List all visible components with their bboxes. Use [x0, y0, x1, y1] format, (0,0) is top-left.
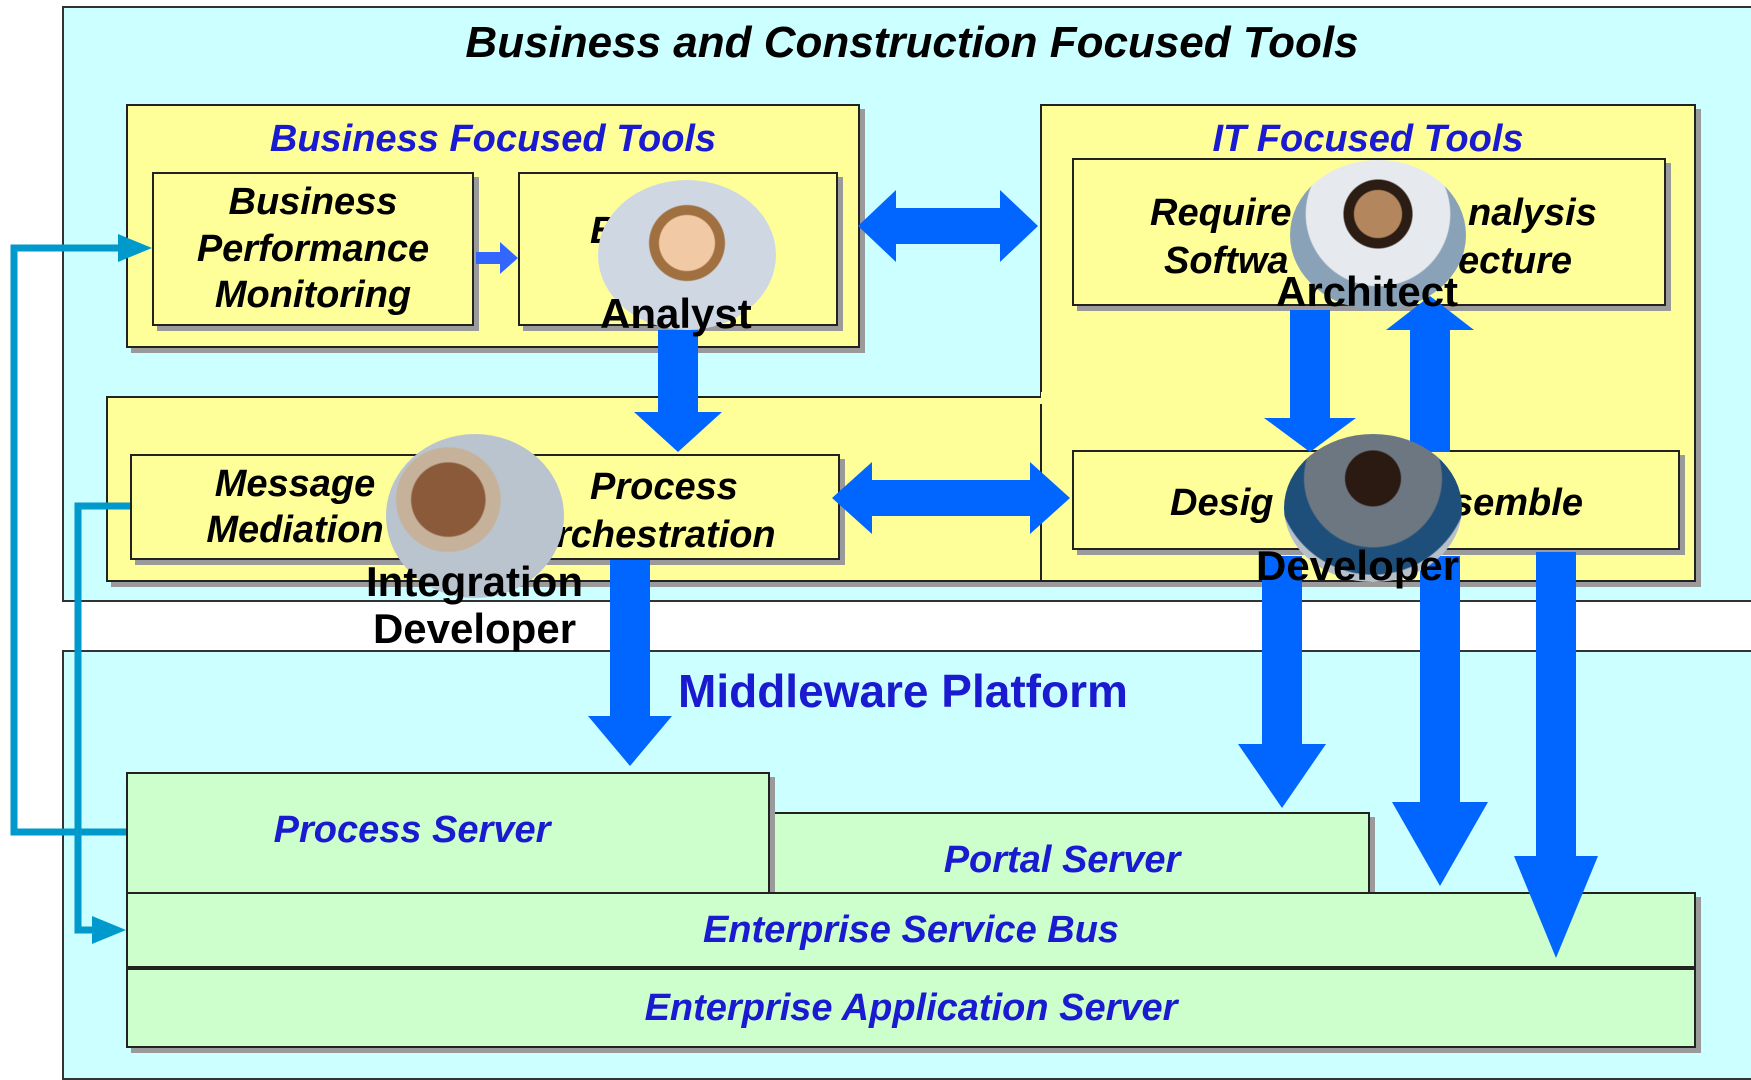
requirements-left-2: Softwa: [1164, 240, 1289, 282]
mediation-to-esb-connector: [74, 502, 130, 934]
enterprise-service-bus-box[interactable]: Enterprise Service Bus: [126, 892, 1696, 968]
page-title: Business and Construction Focused Tools: [465, 18, 1359, 67]
requirements-right-2: ecture: [1458, 240, 1573, 282]
bpm-line-1: Business: [228, 181, 398, 224]
mediation-line-1: Message: [214, 462, 376, 505]
requirements-right-1: nalysis: [1468, 192, 1597, 234]
mediation-line-2: Mediation: [206, 509, 384, 551]
integration-label-line-1: Integration: [366, 558, 583, 605]
design-right: semble: [1452, 482, 1583, 524]
orchestration-design-double-arrow: [832, 462, 1070, 534]
analyst-avatar: [598, 180, 776, 330]
middleware-title: Middleware Platform: [678, 665, 1128, 717]
mediation-to-esb-arrowhead: [92, 916, 126, 944]
developer-label: Developer: [1256, 542, 1460, 589]
architect-avatar: [1290, 160, 1466, 310]
integration-label-line-2: Developer: [372, 605, 577, 653]
requirements-left-1: Require: [1150, 192, 1292, 234]
developer-down-arrow-1: [1238, 556, 1326, 808]
region-join: [1041, 392, 1694, 402]
process-server-box[interactable]: Process Server: [126, 772, 770, 908]
developer-down-arrow-3: [1514, 552, 1598, 958]
integration-developer-label: Integration Developer: [366, 558, 583, 652]
esb-label: Enterprise Service Bus: [702, 908, 1120, 951]
bpm-to-modeling-arrow: [476, 242, 518, 274]
integration-developer-avatar: [386, 434, 564, 598]
design-left: Desig: [1170, 482, 1274, 524]
developer-avatar: [1284, 434, 1462, 582]
enterprise-application-server-box[interactable]: Enterprise Application Server: [126, 968, 1696, 1048]
region-join-2: [108, 398, 1058, 404]
analyst-down-arrow: [634, 330, 722, 452]
developer-down-arrow-2: [1392, 556, 1488, 886]
business-it-double-arrow: [858, 190, 1038, 262]
process-server-to-bpm-connector: [10, 244, 126, 836]
business-performance-monitoring-box[interactable]: Business Performance Monitoring: [152, 172, 474, 326]
architect-down-arrow: [1264, 310, 1356, 452]
process-server-label: Process Server: [273, 808, 551, 851]
bpm-line-3: Monitoring: [214, 274, 412, 317]
portal-server-label: Portal Server: [943, 838, 1181, 881]
app-server-label: Enterprise Application Server: [644, 986, 1178, 1029]
orchestration-line-1: Process: [590, 466, 738, 508]
process-server-to-bpm-arrowhead: [118, 234, 152, 262]
architect-label: Architect: [1276, 268, 1459, 315]
business-tools-title: Business Focused Tools: [269, 118, 717, 160]
integration-down-arrow: [588, 560, 672, 766]
orchestration-line-2: rchestration: [556, 514, 776, 556]
architect-up-arrow: [1386, 296, 1474, 452]
bpm-line-2: Performance: [196, 227, 430, 270]
analyst-label: Analyst: [600, 290, 752, 337]
it-tools-title: IT Focused Tools: [1212, 118, 1524, 160]
